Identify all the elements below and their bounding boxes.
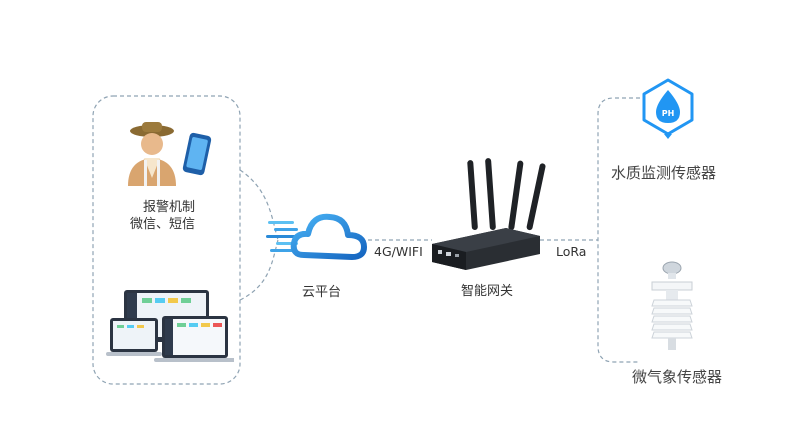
link-lora-label: LoRa [556, 244, 587, 259]
connector-bottom [239, 239, 279, 301]
link-4g-wifi-label: 4G/WIFI [374, 244, 423, 259]
farmer-icon [128, 122, 212, 186]
weather-sensor-label: 微气象传感器 [632, 368, 723, 386]
alarm-subtitle: 微信、短信 [130, 217, 196, 232]
weather-sensor-icon [651, 261, 693, 350]
cloud-icon [266, 213, 367, 260]
gateway-label: 智能网关 [461, 284, 514, 299]
cloud-label: 云平台 [302, 285, 342, 300]
gateway-router-icon [432, 158, 546, 270]
connector-top [239, 169, 279, 241]
computer-devices-icon [106, 290, 234, 362]
water-drop-ph-icon: PH [642, 78, 694, 139]
alarm-title: 报警机制 [143, 200, 196, 215]
water-sensor-label: 水质监测传感器 [611, 164, 717, 182]
left-panel-border [92, 95, 241, 385]
right-bracket [597, 97, 640, 363]
ph-icon-text: PH [662, 109, 675, 118]
